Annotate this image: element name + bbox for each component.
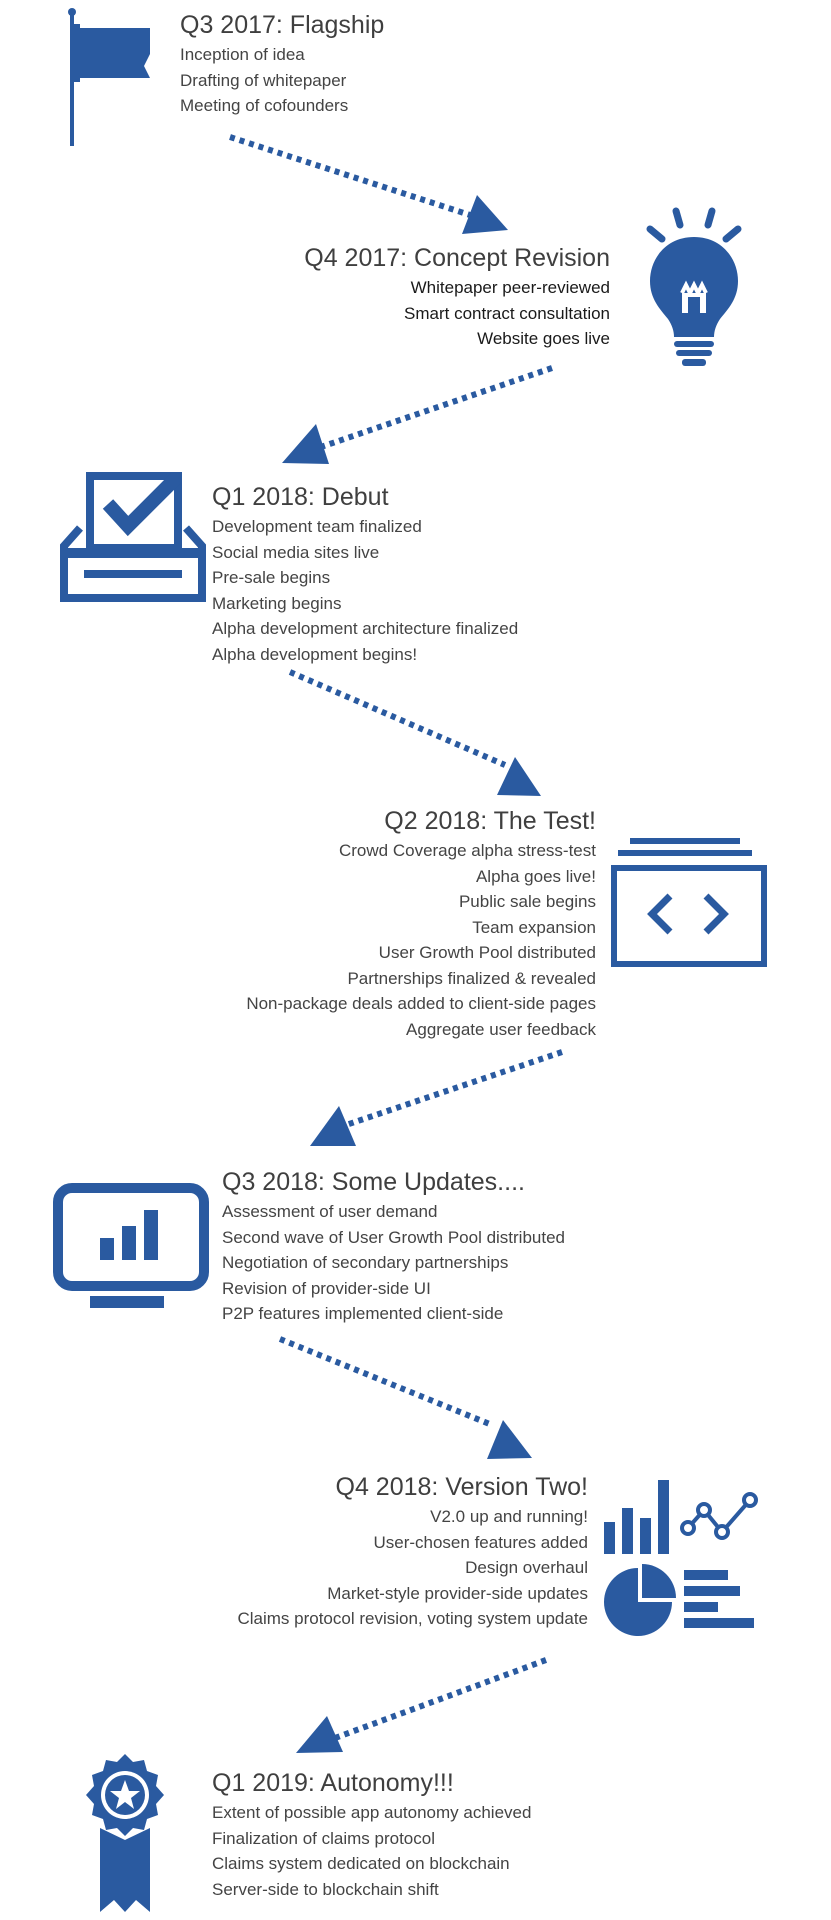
milestone-item: Second wave of User Growth Pool distribu… — [222, 1227, 566, 1247]
flag-icon — [66, 6, 156, 146]
arrow-5-line — [278, 1336, 494, 1428]
milestone-item: Public sale begins — [458, 892, 596, 911]
milestone-item: P2P features implemented client-side — [222, 1304, 504, 1323]
milestone-item: Aggregate user feedback — [406, 1019, 596, 1039]
milestone-items: Development team finalized Social media … — [212, 514, 518, 667]
milestone-q4-2018: Q4 2018: Version Two! V2.0 up and runnin… — [237, 1472, 588, 1632]
milestone-item: Inception of idea — [180, 45, 305, 64]
milestone-item: Whitepaper peer-reviewed — [410, 278, 610, 297]
milestone-item: Alpha goes live! — [475, 866, 596, 886]
milestone-q1-2018: Q1 2018: Debut Development team finalize… — [212, 482, 518, 667]
lightbulb-icon — [640, 205, 750, 370]
milestone-item: Pre-sale begins — [212, 568, 331, 587]
milestone-q3-2017: Q3 2017: Flagship Inception of idea Draf… — [180, 10, 384, 119]
arrow-3-head — [497, 757, 541, 796]
milestone-title: Q4 2017: Concept Revision — [304, 244, 610, 272]
arrow-3-line — [288, 669, 507, 768]
milestone-item: Team expansion — [472, 917, 596, 937]
milestone-item: Social media sites live — [212, 542, 380, 562]
milestone-title: Q2 2018: The Test! — [384, 807, 596, 835]
milestone-item: Drafting of whitepaper — [180, 70, 347, 90]
milestone-title: Q4 2018: Version Two! — [335, 1473, 588, 1501]
milestone-items: Extent of possible app autonomy achieved… — [212, 1800, 531, 1902]
milestone-title: Q1 2018: Debut — [212, 483, 389, 511]
arrow-4-line — [345, 1049, 563, 1128]
arrow-6-line — [333, 1657, 548, 1741]
milestone-q1-2019: Q1 2019: Autonomy!!! Extent of possible … — [212, 1768, 531, 1902]
ballot-box-check-icon — [58, 470, 208, 605]
arrow-2-line — [317, 365, 553, 451]
milestone-item: Smart contract consultation — [404, 303, 610, 323]
milestone-item: Extent of possible app autonomy achieved — [212, 1803, 532, 1822]
milestone-q4-2017: Q4 2017: Concept Revision Whitepaper pee… — [304, 243, 610, 352]
milestone-item: User-chosen features added — [373, 1532, 588, 1552]
arrow-4-head — [310, 1106, 356, 1146]
milestone-item: V2.0 up and running! — [430, 1507, 588, 1526]
milestone-title: Q3 2017: Flagship — [180, 11, 385, 39]
code-window-icon — [610, 836, 770, 968]
milestone-item: Crowd Coverage alpha stress-test — [338, 841, 596, 860]
milestone-q3-2018: Q3 2018: Some Updates.... Assessment of … — [222, 1167, 565, 1327]
milestone-item: Market-style provider-side updates — [327, 1583, 588, 1603]
monitor-chart-icon — [52, 1182, 210, 1312]
milestone-item: Website goes live — [477, 329, 610, 348]
milestone-items: Crowd Coverage alpha stress-test Alpha g… — [246, 838, 596, 1042]
milestone-item: Meeting of cofounders — [180, 96, 349, 115]
arrow-2-head — [282, 424, 329, 464]
milestone-title: Q1 2019: Autonomy!!! — [212, 1769, 454, 1797]
milestone-item: Alpha development begins! — [212, 644, 418, 664]
milestone-item: Marketing begins — [212, 593, 342, 613]
arrow-6-head — [296, 1716, 343, 1753]
arrow-1-head — [462, 195, 508, 234]
milestone-items: V2.0 up and running! User-chosen feature… — [237, 1504, 588, 1632]
milestone-item: Claims system dedicated on blockchain — [212, 1854, 510, 1873]
milestone-q2-2018: Q2 2018: The Test! Crowd Coverage alpha … — [246, 806, 596, 1042]
milestone-item: Partnerships finalized & revealed — [347, 968, 596, 988]
milestone-title: Q3 2018: Some Updates.... — [222, 1168, 525, 1196]
milestone-items: Assessment of user demand Second wave of… — [222, 1199, 565, 1327]
milestone-item: Claims protocol revision, voting system … — [237, 1609, 588, 1628]
award-ribbon-icon — [80, 1754, 170, 1914]
milestone-item: Alpha development architecture finalized — [212, 619, 519, 638]
milestone-items: Whitepaper peer-reviewed Smart contract … — [304, 275, 610, 352]
milestone-item: User Growth Pool distributed — [378, 943, 596, 962]
milestone-item: Development team finalized — [212, 517, 422, 536]
milestone-item: Finalization of claims protocol — [212, 1828, 435, 1848]
milestone-item: Negotiation of secondary partnerships — [222, 1253, 509, 1272]
milestone-item: Server-side to blockchain shift — [212, 1879, 439, 1899]
arrow-5-head — [487, 1420, 532, 1459]
milestone-item: Non-package deals added to client-side p… — [246, 994, 596, 1013]
milestone-item: Revision of provider-side UI — [222, 1278, 431, 1298]
milestone-item: Assessment of user demand — [222, 1202, 438, 1221]
charts-dashboard-icon — [600, 1476, 760, 1646]
milestone-item: Design overhaul — [465, 1558, 588, 1577]
milestone-items: Inception of idea Drafting of whitepaper… — [180, 42, 384, 119]
arrow-1-line — [229, 134, 471, 218]
